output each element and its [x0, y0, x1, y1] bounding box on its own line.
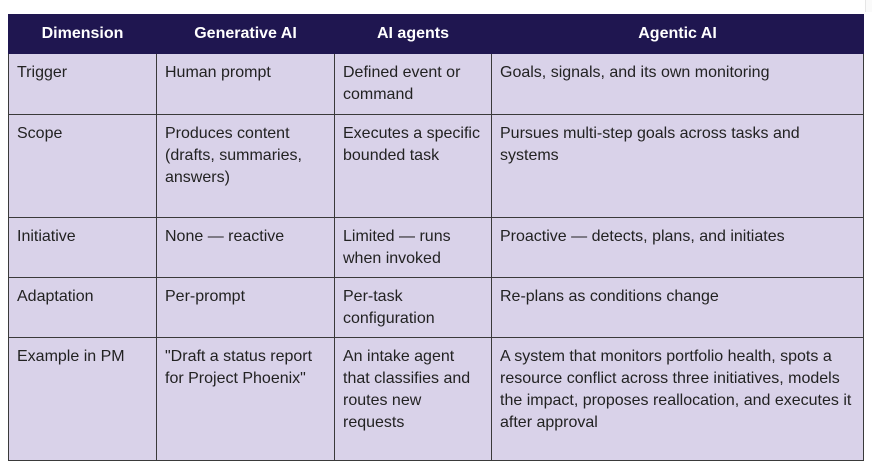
cell-ai-agents: Executes a specific bounded task [334, 114, 492, 218]
cell-ai-agents: Per-task configuration [334, 277, 492, 338]
cell-generative-ai: Per-prompt [156, 277, 335, 338]
table-row: Scope Produces content (drafts, summarie… [8, 114, 864, 218]
header-row: Dimension Generative AI AI agents Agenti… [8, 14, 864, 54]
table-row: Trigger Human prompt Defined event or co… [8, 53, 864, 115]
comparison-table: Dimension Generative AI AI agents Agenti… [8, 14, 864, 461]
cell-generative-ai: Produces content (drafts, summaries, ans… [156, 114, 335, 218]
comparison-table-container: Dimension Generative AI AI agents Agenti… [8, 14, 864, 461]
cell-dimension: Initiative [8, 217, 157, 278]
cell-agentic-ai: Pursues multi-step goals across tasks an… [491, 114, 864, 218]
cell-dimension: Example in PM [8, 337, 157, 461]
cell-generative-ai: Human prompt [156, 53, 335, 115]
cell-agentic-ai: A system that monitors portfolio health,… [491, 337, 864, 461]
cell-agentic-ai: Proactive — detects, plans, and initiate… [491, 217, 864, 278]
cell-agentic-ai: Re-plans as conditions change [491, 277, 864, 338]
cell-generative-ai: None — reactive [156, 217, 335, 278]
cell-agentic-ai: Goals, signals, and its own monitoring [491, 53, 864, 115]
cell-dimension: Trigger [8, 53, 157, 115]
table-row: Adaptation Per-prompt Per-task configura… [8, 277, 864, 338]
table-row: Initiative None — reactive Limited — run… [8, 217, 864, 278]
cell-ai-agents: An intake agent that classifies and rout… [334, 337, 492, 461]
header-generative-ai: Generative AI [156, 14, 335, 54]
cell-ai-agents: Limited — runs when invoked [334, 217, 492, 278]
scrollbar-fragment[interactable] [865, 0, 872, 12]
table-row: Example in PM "Draft a status report for… [8, 337, 864, 461]
header-dimension: Dimension [8, 14, 157, 54]
cell-ai-agents: Defined event or command [334, 53, 492, 115]
cell-dimension: Scope [8, 114, 157, 218]
header-agentic-ai: Agentic AI [491, 14, 864, 54]
cell-generative-ai: "Draft a status report for Project Phoen… [156, 337, 335, 461]
cell-dimension: Adaptation [8, 277, 157, 338]
header-ai-agents: AI agents [334, 14, 492, 54]
